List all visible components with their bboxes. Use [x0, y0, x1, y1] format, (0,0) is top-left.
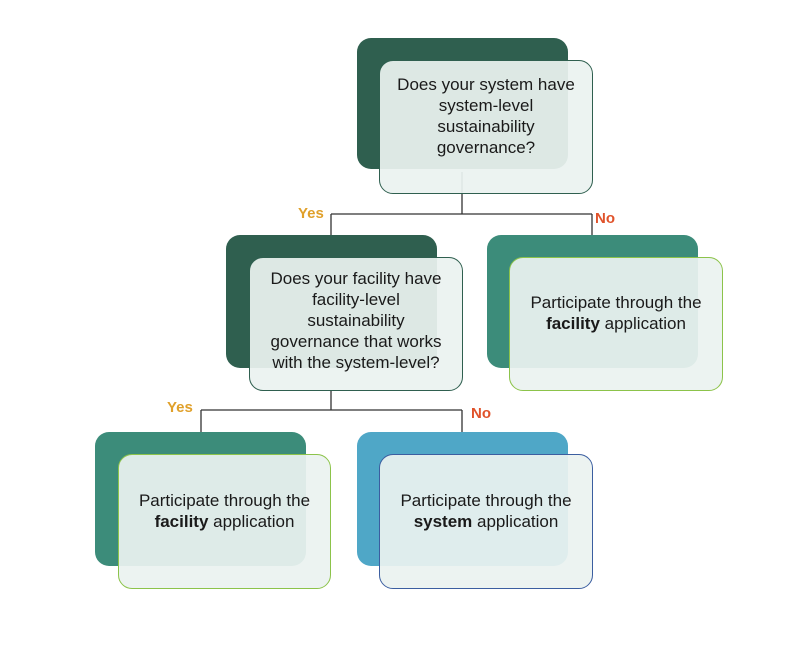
r2-line-2: facility application — [155, 511, 295, 532]
r2-bold: facility — [154, 511, 209, 531]
node-r2-text: Participate through the facility applica… — [118, 454, 331, 567]
node-r3-front — [379, 454, 593, 589]
r1-rest: application — [599, 314, 686, 333]
r1-line-2: facility application — [546, 313, 686, 334]
q2-line-5: with the system-level? — [272, 352, 440, 372]
r1-line-1: Participate through the — [530, 293, 702, 312]
q2-line-4: governance that works — [270, 331, 442, 351]
edge-label-q1-yes: Yes — [298, 205, 324, 222]
r3-bold: system — [413, 511, 473, 531]
edge-label-q2-no: No — [471, 405, 491, 422]
q1-line-3: sustainability — [437, 117, 535, 136]
node-q1-front — [379, 60, 593, 194]
edge-label-q1-no: No — [595, 210, 615, 227]
node-q1-text: Does your system have system-level susta… — [379, 60, 593, 172]
r3-line-1: Participate through the — [400, 490, 572, 510]
node-r1-front — [509, 257, 723, 391]
node-q2-front — [249, 257, 463, 391]
node-r1-text: Participate through the facility applica… — [509, 257, 723, 369]
node-r2-front — [118, 454, 331, 589]
edge-label-q2-yes: Yes — [167, 399, 193, 416]
q1-line-2: system-level — [438, 96, 534, 115]
q2-line-1: Does your facility have — [270, 268, 442, 288]
q1-line-4: governance? — [436, 138, 536, 157]
q2-line-3: sustainability — [307, 310, 405, 330]
node-r3-text: Participate through the system applicati… — [379, 454, 593, 567]
r3-line-2: system application — [414, 511, 559, 532]
r2-line-1: Participate through the — [138, 490, 311, 510]
r3-rest: application — [472, 511, 559, 531]
q2-line-2: facility-level — [312, 289, 400, 309]
q1-line-1: Does your system have — [397, 75, 575, 94]
r2-rest: application — [208, 511, 295, 531]
node-q2-text: Does your facility have facility-level s… — [249, 264, 463, 376]
r1-bold: facility — [546, 314, 600, 333]
